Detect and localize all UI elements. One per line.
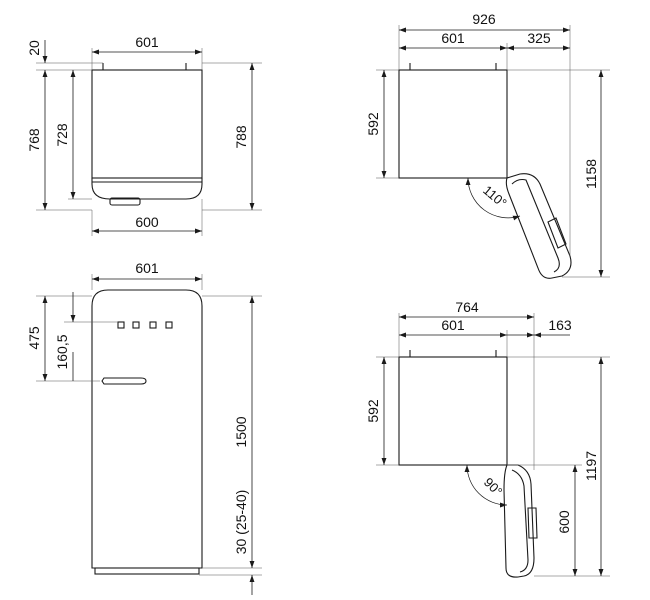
- open-110-dimension-lines: [376, 25, 610, 278]
- side-height-right-label: 788: [233, 125, 249, 149]
- front-view-outline: [91, 289, 203, 575]
- side-view-outline: [91, 63, 203, 206]
- open-110-outline: [398, 63, 572, 279]
- open-90-body-width-label: 601: [441, 317, 465, 333]
- front-view-dimension-lines: [36, 274, 262, 595]
- open-90-dimension-lines: [376, 313, 610, 577]
- front-feet-label: 30 (25-40): [233, 490, 249, 555]
- open-90-door-projection-label: 163: [548, 317, 572, 333]
- front-width-label: 601: [135, 260, 159, 276]
- side-view: 601 20 768 728 788 600: [26, 34, 262, 236]
- open-110-total-width-label: 926: [472, 11, 496, 27]
- front-height-total-label: 1500: [233, 416, 249, 447]
- open-90-total-width-label: 764: [455, 299, 479, 315]
- open-90-depth-label: 1197: [583, 451, 599, 481]
- logo-letter-g: [165, 321, 173, 329]
- front-height-handle-label: 160,5: [54, 334, 70, 369]
- open-110-depth-label: 1158: [583, 159, 599, 189]
- open-90-height-label: 592: [365, 399, 381, 423]
- side-height-left-label: 768: [26, 128, 42, 152]
- front-view: 601 475 160,5 1500 30 (25-40): [26, 260, 262, 595]
- open-90-view: 764 601 163 592 90° 600 1197: [365, 299, 610, 578]
- side-width-top-label: 601: [135, 34, 159, 50]
- open-110-height-label: 592: [365, 112, 381, 136]
- open-110-angle-label: 110°: [480, 182, 510, 210]
- open-90-outline: [398, 350, 538, 578]
- logo-letter-s: [117, 321, 125, 329]
- side-height-body-label: 728: [54, 123, 70, 147]
- side-height-top-label: 20: [26, 40, 42, 56]
- logo-letter-m: [132, 321, 140, 329]
- open-110-door-projection-label: 325: [527, 30, 551, 46]
- logo-letter-e: [149, 321, 157, 329]
- side-view-dimension-lines: [36, 40, 262, 236]
- open-110-view: 926 601 325 592 110° 1158: [365, 11, 610, 279]
- side-width-bottom-label: 600: [135, 214, 159, 230]
- front-height-upper-label: 475: [26, 326, 42, 350]
- door-handle: [101, 377, 147, 385]
- open-110-body-width-label: 601: [441, 30, 465, 46]
- open-90-door-width-label: 600: [556, 510, 572, 534]
- open-90-angle-label: 90°: [481, 475, 506, 500]
